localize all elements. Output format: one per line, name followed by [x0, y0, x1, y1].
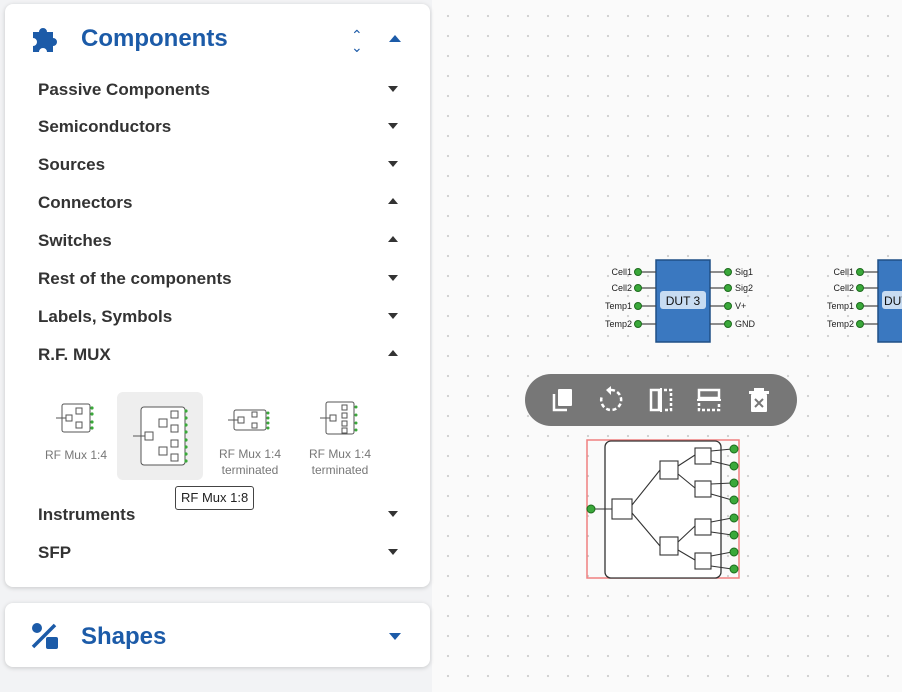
rf-mux-1-4-terminated-2-label-2: terminated — [311, 463, 369, 477]
chevron-up-icon — [388, 350, 398, 356]
category-rest-of-components[interactable]: Rest of the components — [38, 266, 398, 292]
dut-left-pin: Temp2 — [827, 319, 854, 329]
delete-icon[interactable] — [745, 386, 773, 414]
dut-left-pin: Temp1 — [827, 301, 854, 311]
dut-right-pin: Sig2 — [735, 283, 753, 293]
rotate-icon[interactable] — [597, 386, 625, 414]
category-labels-symbols[interactable]: Labels, Symbols — [38, 304, 398, 330]
shapes-title: Shapes — [81, 623, 167, 650]
rf-mux-1-4-terminated-2-label-1: RF Mux 1:4 — [308, 447, 371, 461]
category-instruments[interactable]: Instruments — [38, 502, 398, 528]
chevron-up-icon — [388, 236, 398, 242]
rf-mux-1-8-component[interactable] — [586, 439, 740, 579]
chevron-down-icon — [388, 549, 398, 555]
shapes-icon — [31, 623, 58, 649]
chevron-down-icon — [388, 161, 398, 167]
rf-mux-1-4-terminated-tile[interactable]: RF Mux 1:4 terminated — [207, 392, 293, 480]
category-semiconductors[interactable]: Semiconductors — [38, 114, 398, 140]
components-title: Components — [81, 25, 228, 52]
rf-mux-1-4-terminated-2-thumbnail — [320, 401, 358, 435]
dut-left-pin: Cell2 — [611, 283, 632, 293]
category-sources[interactable]: Sources — [38, 152, 398, 178]
components-panel-header[interactable]: Components ⌃⌄ — [5, 4, 430, 74]
rf-mux-1-4-terminated-label-1: RF Mux 1:4 — [218, 447, 281, 461]
component-toolbar — [525, 374, 797, 426]
schematic-canvas[interactable]: DUT 3 Cell1 Cell2 Temp1 Temp2 Sig1 Sig2 — [432, 0, 902, 692]
collapse-panel-icon[interactable] — [389, 35, 401, 42]
sort-icon[interactable]: ⌃⌄ — [351, 27, 363, 55]
copy-icon[interactable] — [549, 386, 577, 414]
dut-right-label: DUT 3 — [884, 294, 902, 308]
dut-component-left[interactable]: DUT 3 Cell1 Cell2 Temp1 Temp2 Sig1 Sig2 — [605, 259, 756, 343]
components-panel: Components ⌃⌄ Passive Components Semicon… — [5, 4, 430, 587]
dut-left-pin: Temp2 — [605, 319, 632, 329]
dut-left-pin: Cell2 — [833, 283, 854, 293]
dut-left-pin: Temp1 — [605, 301, 632, 311]
flip-horizontal-icon[interactable] — [647, 386, 675, 414]
dut-right-pin: V+ — [735, 301, 746, 311]
schematic-svg: DUT 3 Cell1 Cell2 Temp1 Temp2 Sig1 Sig2 — [586, 259, 902, 579]
tooltip: RF Mux 1:8 — [175, 486, 255, 510]
chevron-down-icon — [388, 123, 398, 129]
dut-left-pin: Cell1 — [833, 267, 854, 277]
dut-left-pin: Cell1 — [611, 267, 632, 277]
dut-component-right[interactable]: DUT 3 Cell1 Cell2 Temp1 Temp2 — [827, 259, 902, 343]
rf-mux-1-8-thumbnail — [133, 406, 188, 466]
rf-mux-1-4-terminated-thumbnail — [228, 409, 270, 431]
rf-mux-1-4-tile[interactable]: RF Mux 1:4 — [33, 392, 119, 480]
puzzle-icon — [33, 28, 57, 52]
chevron-down-icon — [388, 86, 398, 92]
dut-right-pin: Sig1 — [735, 267, 753, 277]
rf-mux-1-4-thumbnail — [56, 403, 94, 433]
dut-right-pin: GND — [735, 319, 756, 329]
dut-left-label: DUT 3 — [666, 294, 701, 308]
shapes-panel[interactable]: Shapes — [5, 603, 430, 667]
chevron-down-icon — [388, 275, 398, 281]
expand-panel-icon[interactable] — [389, 633, 401, 640]
flip-vertical-icon[interactable] — [695, 386, 723, 414]
rf-mux-1-4-terminated-label-2: terminated — [221, 463, 279, 477]
rf-mux-1-4-terminated-tile-2[interactable]: RF Mux 1:4 terminated — [297, 392, 383, 480]
category-rf-mux[interactable]: R.F. MUX — [38, 342, 398, 368]
category-switches[interactable]: Switches — [38, 228, 398, 254]
category-sfp[interactable]: SFP — [38, 540, 398, 566]
category-connectors[interactable]: Connectors — [38, 190, 398, 216]
chevron-up-icon — [388, 198, 398, 204]
rf-mux-1-8-tile[interactable] — [117, 392, 203, 480]
category-passive-components[interactable]: Passive Components — [38, 77, 398, 103]
chevron-down-icon — [388, 511, 398, 517]
rf-mux-1-4-label: RF Mux 1:4 — [44, 448, 107, 462]
chevron-down-icon — [388, 313, 398, 319]
